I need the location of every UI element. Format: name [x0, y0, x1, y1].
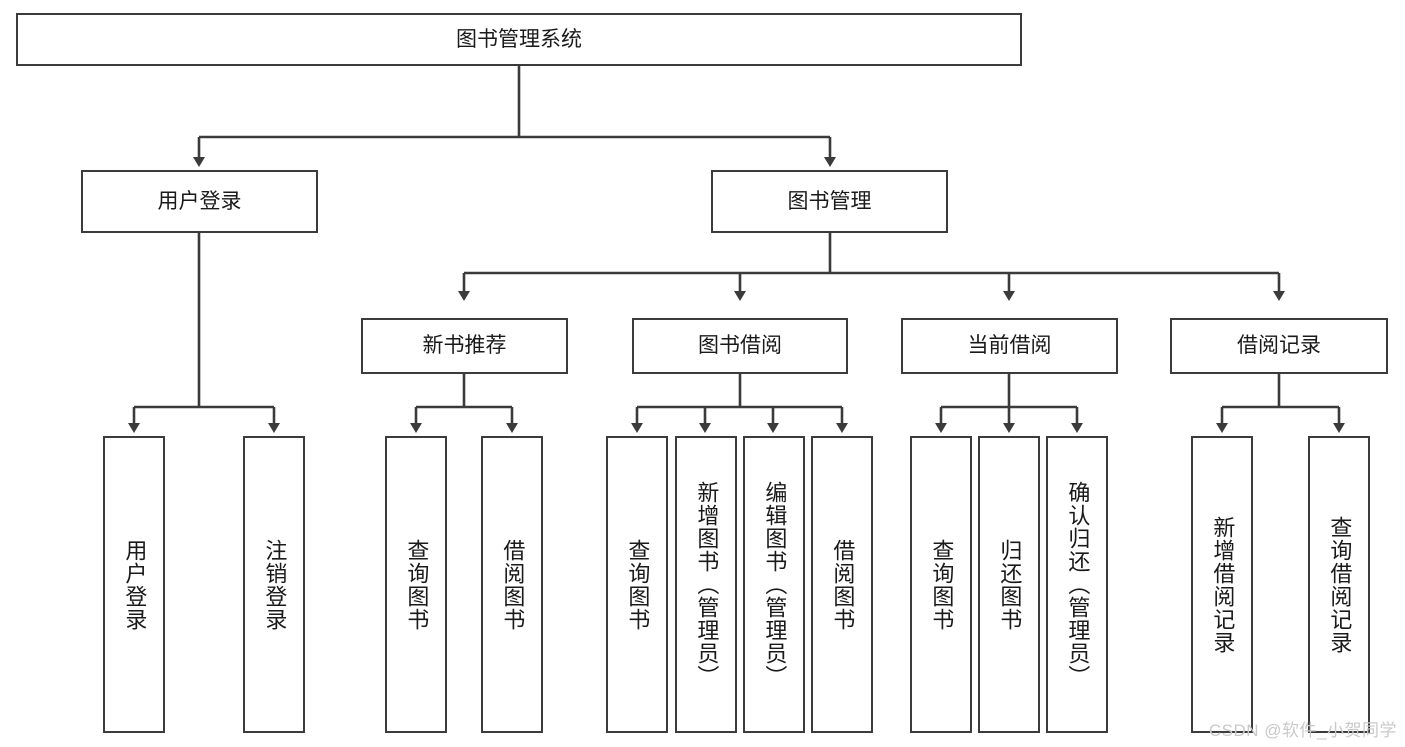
node-current-borrow[interactable]: 当前借阅: [901, 318, 1118, 374]
node-label: 新增图书（管理员）: [694, 481, 720, 688]
leaf-edit-book-admin[interactable]: 编辑图书（管理员）: [743, 436, 805, 733]
node-label: 确认归还（管理员）: [1065, 481, 1091, 688]
leaf-query-book-borrow[interactable]: 查询图书: [606, 436, 668, 733]
node-label: 用户登录: [157, 189, 242, 213]
leaf-user-login[interactable]: 用户登录: [103, 436, 165, 733]
node-label: 借阅记录: [1237, 334, 1321, 358]
node-borrow-record[interactable]: 借阅记录: [1170, 318, 1388, 374]
node-label: 编辑图书（管理员）: [762, 481, 788, 688]
leaf-return-book[interactable]: 归还图书: [978, 436, 1040, 733]
node-book-management[interactable]: 图书管理: [711, 170, 948, 233]
leaf-query-borrow-record[interactable]: 查询借阅记录: [1308, 436, 1370, 733]
node-label: 借阅图书: [500, 538, 526, 631]
node-label: 新增借阅记录: [1210, 515, 1236, 654]
node-label: 图书管理系统: [456, 27, 582, 51]
node-new-book-recommend[interactable]: 新书推荐: [361, 318, 568, 374]
node-label: 当前借阅: [967, 334, 1052, 358]
leaf-query-book-current[interactable]: 查询图书: [910, 436, 972, 733]
leaf-borrow-book[interactable]: 借阅图书: [811, 436, 873, 733]
node-label: 注销登录: [262, 538, 288, 631]
leaf-logout[interactable]: 注销登录: [243, 436, 305, 733]
leaf-confirm-return-admin[interactable]: 确认归还（管理员）: [1046, 436, 1108, 733]
leaf-borrow-book-recommend[interactable]: 借阅图书: [481, 436, 543, 733]
leaf-add-book-admin[interactable]: 新增图书（管理员）: [675, 436, 737, 733]
leaf-add-borrow-record[interactable]: 新增借阅记录: [1191, 436, 1253, 733]
node-label: 查询图书: [404, 538, 430, 631]
node-label: 查询借阅记录: [1327, 515, 1353, 654]
node-label: 用户登录: [122, 538, 148, 631]
csdn-watermark: CSDN @软件_小贺同学: [1208, 721, 1397, 740]
node-label: 借阅图书: [830, 538, 856, 631]
leaf-query-book-recommend[interactable]: 查询图书: [385, 436, 447, 733]
node-label: 查询图书: [929, 538, 955, 631]
node-label: 图书管理: [787, 189, 872, 213]
node-label: 新书推荐: [422, 334, 507, 358]
node-label: 图书借阅: [698, 334, 782, 358]
node-label: 归还图书: [997, 538, 1023, 631]
node-root-system[interactable]: 图书管理系统: [16, 13, 1022, 66]
node-user-login[interactable]: 用户登录: [81, 170, 318, 233]
node-book-borrow[interactable]: 图书借阅: [632, 318, 848, 374]
node-label: 查询图书: [625, 538, 651, 631]
